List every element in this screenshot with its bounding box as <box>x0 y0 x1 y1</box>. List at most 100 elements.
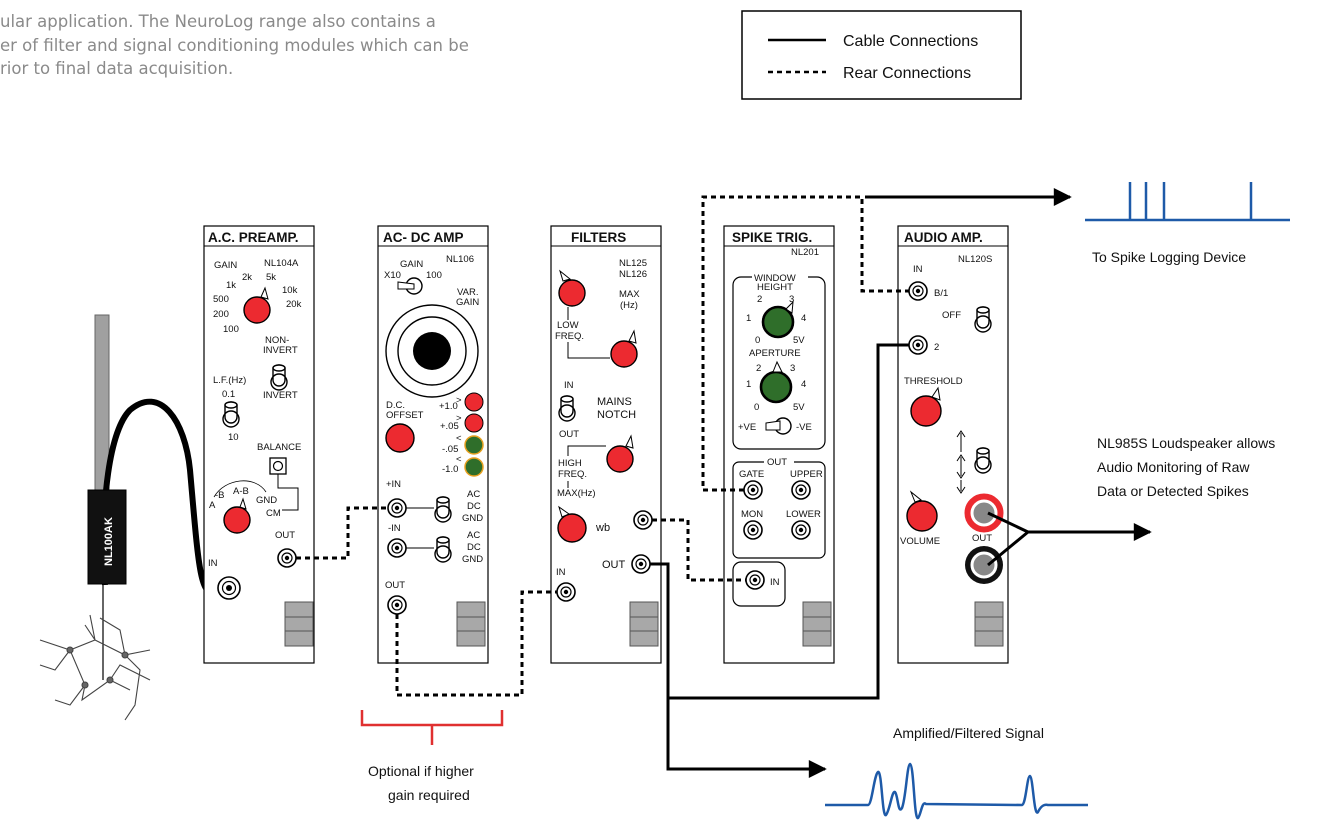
cm-label: CM <box>266 508 281 519</box>
notch-in-label: IN <box>564 380 574 391</box>
filters-in-socket[interactable] <box>556 582 576 602</box>
ap-dial-0: 0 <box>754 402 759 413</box>
lower-socket[interactable] <box>791 520 811 540</box>
gnd-label-1: GND <box>462 513 483 524</box>
invert-label: INVERT <box>263 390 298 401</box>
preamp-in-label: IN <box>208 558 218 569</box>
gate-socket[interactable] <box>743 480 763 500</box>
high-freq-max-knob[interactable] <box>557 513 587 543</box>
spike-grip[interactable] <box>802 601 832 647</box>
spike-title: SPIKE TRIG. <box>732 230 812 245</box>
height-label: HEIGHT <box>757 282 793 293</box>
mains-label: MAINS <box>597 396 632 408</box>
var-gain-label: GAIN <box>456 297 479 308</box>
gain-200: 200 <box>213 309 229 320</box>
notch-out-label: OUT <box>559 429 579 440</box>
rear-spike-to-audio <box>701 195 909 492</box>
lower-label: LOWER <box>786 509 821 520</box>
audio-in-label: IN <box>913 264 923 275</box>
nve-label: -VE <box>796 422 812 433</box>
dc-label: D.C. <box>386 400 405 411</box>
filters-max-label: MAX <box>619 289 640 300</box>
speaker-note-3: Data or Detected Spikes <box>1097 483 1249 499</box>
legend-rear-label: Rear Connections <box>843 65 971 82</box>
notch-label: NOTCH <box>597 409 636 421</box>
filtered-signal <box>825 762 1088 820</box>
plus-in-label: +IN <box>386 479 401 490</box>
ab-label: A-B <box>233 486 249 497</box>
acdc-grip[interactable] <box>456 601 486 647</box>
optional-bracket <box>360 710 504 745</box>
gnd-label: GND <box>256 495 277 506</box>
module-spike-trigger: SPIKE TRIG. NL201 WINDOW HEIGHT 2 3 1 4 … <box>723 225 835 664</box>
a-label: A <box>209 500 216 511</box>
aperture-knob[interactable] <box>759 370 793 404</box>
wb-socket[interactable] <box>633 510 653 530</box>
preamp-model: NL104A <box>264 258 299 269</box>
mon-label: MON <box>741 509 763 520</box>
threshold-knob[interactable] <box>910 395 942 427</box>
gain-5k: 5k <box>266 272 276 283</box>
speaker-note-1: NL985S Loudspeaker allows <box>1097 435 1275 451</box>
spike-in-socket[interactable] <box>745 570 765 590</box>
acdc-out-socket[interactable] <box>387 595 407 615</box>
balance-label: BALANCE <box>257 442 301 453</box>
gain-knob[interactable] <box>243 296 271 324</box>
window-label: WINDOW <box>754 273 796 284</box>
non-invert-label-1: NON- <box>265 335 289 346</box>
intro-line: er of filter and signal conditioning mod… <box>0 35 469 55</box>
led-green-2 <box>464 457 484 477</box>
cable-to-speaker <box>987 511 1152 541</box>
pve-label: +VE <box>738 422 756 433</box>
amplified-signal-label: Amplified/Filtered Signal <box>893 725 1044 741</box>
led-red-1 <box>464 392 484 412</box>
gain-500: 500 <box>213 294 229 305</box>
lf-label: L.F.(Hz) <box>213 375 246 386</box>
volume-label: VOLUME <box>900 536 940 547</box>
input-mode-knob[interactable] <box>223 506 251 534</box>
audio-in1-socket[interactable] <box>908 281 928 301</box>
ac-label-2: AC <box>467 530 480 541</box>
high-freq-knob[interactable] <box>606 445 634 473</box>
gain-100: 100 <box>223 324 239 335</box>
low-freq-label: FREQ. <box>555 331 584 342</box>
audio-grip[interactable] <box>974 601 1004 647</box>
aperture-label: APERTURE <box>749 348 801 359</box>
module-ac-dc-amp: AC- DC AMP NL106 GAIN X10 100 VAR. GAIN … <box>377 225 489 664</box>
plus-in-socket[interactable] <box>387 498 407 518</box>
volume-knob[interactable] <box>906 500 938 532</box>
led-sym-3: < <box>456 433 462 444</box>
wh-dial-3: 3 <box>789 294 794 305</box>
mon-socket[interactable] <box>743 520 763 540</box>
high-label: HIGH <box>558 458 582 469</box>
rear-filters-to-spike <box>652 518 746 582</box>
acdc-title: AC- DC AMP <box>383 230 464 245</box>
preamp-out-socket[interactable] <box>277 548 297 568</box>
minus-in-socket[interactable] <box>387 538 407 558</box>
audio-in2-socket[interactable] <box>908 335 928 355</box>
dc-label-1: DC <box>467 501 481 512</box>
gain-20k: 20k <box>286 299 302 310</box>
window-height-knob[interactable] <box>761 305 795 339</box>
ac-label-1: AC <box>467 489 480 500</box>
dc-offset-knob[interactable] <box>385 423 415 453</box>
filters-grip[interactable] <box>629 601 659 647</box>
threshold-label: THRESHOLD <box>904 376 963 387</box>
low-freq-max-knob[interactable] <box>610 340 638 368</box>
spike-out-header: OUT <box>767 457 787 468</box>
optional-note-1: Optional if higher <box>368 763 474 779</box>
upper-label: UPPER <box>790 469 823 480</box>
neuron-icon <box>39 614 151 721</box>
offset-label: OFFSET <box>386 410 424 421</box>
dc-label-2: DC <box>467 542 481 553</box>
filters-out-socket[interactable] <box>631 554 651 574</box>
audio-model: NL120S <box>958 254 992 265</box>
minus-in-label: -IN <box>388 523 401 534</box>
led-sym-4: < <box>456 454 462 465</box>
b1-label: B/1 <box>934 288 948 299</box>
preamp-title: A.C. PREAMP. <box>208 230 299 245</box>
preamp-grip[interactable] <box>284 601 314 647</box>
upper-socket[interactable] <box>791 480 811 500</box>
low-freq-min-knob[interactable] <box>558 279 586 307</box>
